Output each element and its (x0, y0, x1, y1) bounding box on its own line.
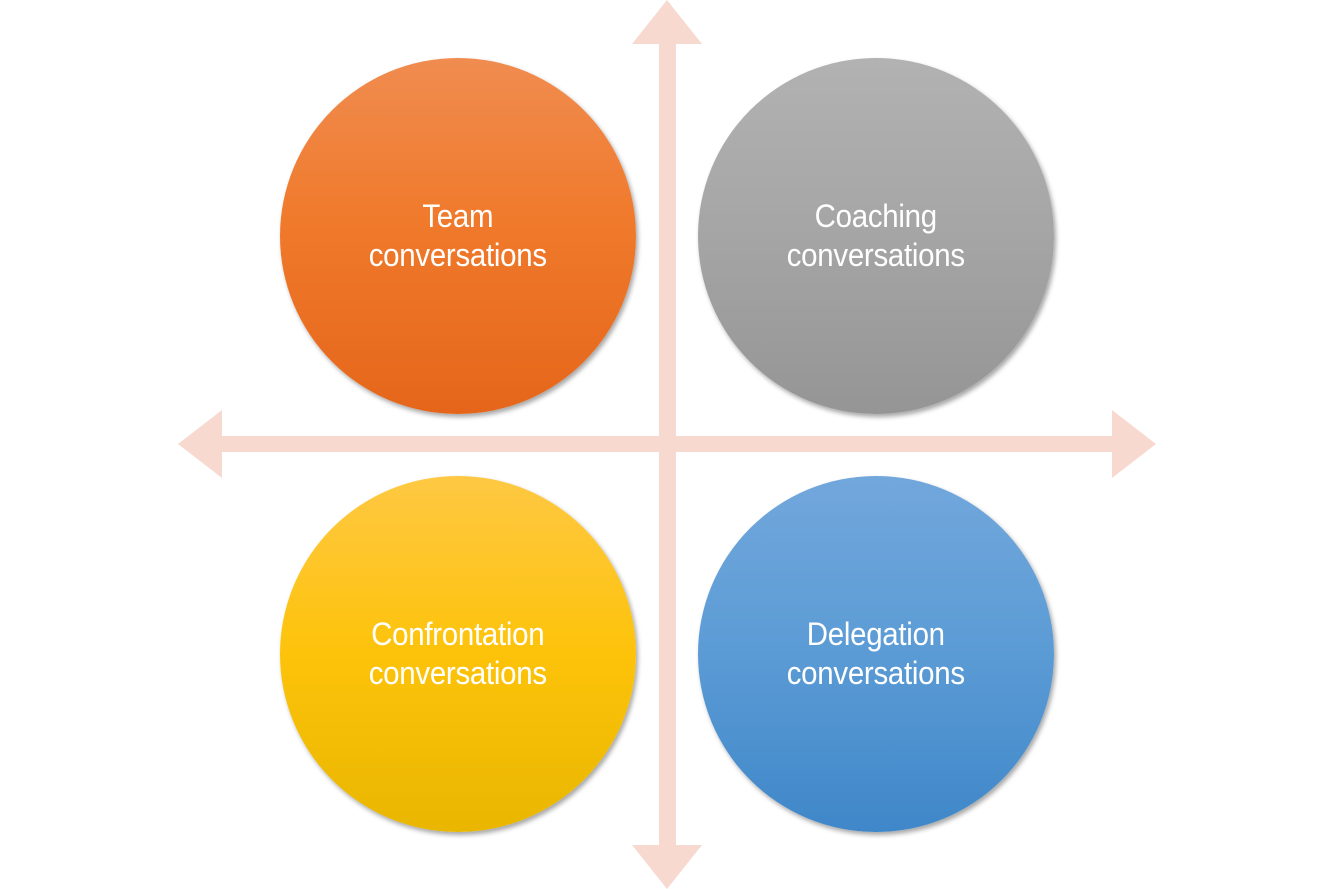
delegation-conversations-label: Delegation conversations (787, 615, 965, 693)
coaching-conversations-label: Coaching conversations (787, 197, 965, 275)
up-arrow-head (632, 0, 702, 44)
coaching-label-line2: conversations (786, 237, 966, 273)
coaching-conversations-circle: Coaching conversations (698, 58, 1054, 414)
team-label-line1: Team (422, 198, 494, 234)
confrontation-conversations-label: Confrontation conversations (369, 615, 547, 693)
left-arrow-head (178, 410, 222, 478)
team-conversations-circle: Team conversations (280, 58, 636, 414)
down-arrow-head (632, 845, 702, 889)
confrontation-label-line1: Confrontation (371, 616, 545, 652)
coaching-label-line1: Coaching (814, 198, 938, 234)
team-label-line2: conversations (368, 237, 548, 273)
confrontation-conversations-circle: Confrontation conversations (280, 476, 636, 832)
right-arrow-head (1112, 410, 1156, 478)
delegation-label-line1: Delegation (806, 616, 945, 652)
confrontation-label-line2: conversations (368, 655, 548, 691)
delegation-label-line2: conversations (786, 655, 966, 691)
horizontal-axis-shaft (220, 436, 1114, 452)
team-conversations-label: Team conversations (369, 197, 547, 275)
delegation-conversations-circle: Delegation conversations (698, 476, 1054, 832)
